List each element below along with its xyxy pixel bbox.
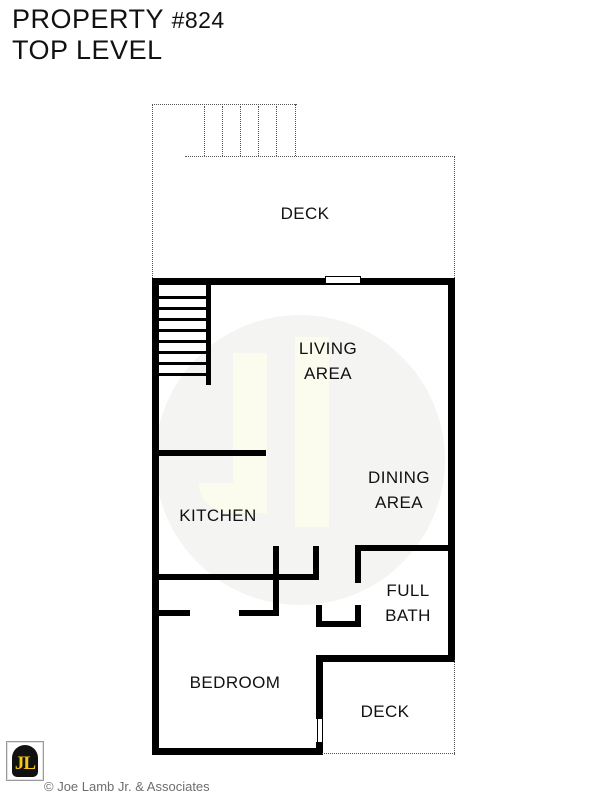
title-property-word: PROPERTY — [12, 4, 172, 34]
lower-deck-east-edge — [454, 660, 455, 755]
title-property-number: #824 — [171, 7, 225, 33]
page-title: PROPERTY #824 TOP LEVEL — [12, 4, 225, 65]
room-label-bedroom: BEDROOM — [189, 673, 281, 692]
deck-rail-east-edge — [295, 104, 296, 156]
stair-tread-8 — [159, 373, 207, 376]
copyright-notice: © Joe Lamb Jr. & Associates — [44, 779, 210, 794]
full-bath-west-wall-upper — [355, 545, 361, 583]
room-label-dining-area-line1: DINING — [368, 468, 430, 487]
lower-deck-south-edge — [322, 753, 455, 754]
company-logo: JL — [6, 741, 44, 781]
full-bath-north-wall — [355, 545, 450, 551]
bedroom-door-opening — [317, 718, 323, 743]
watermark-letter-l — [295, 337, 329, 527]
title-line-level: TOP LEVEL — [12, 35, 163, 65]
stair-tread-6 — [159, 351, 207, 354]
staircase-east-stringer — [206, 285, 211, 385]
upper-deck-west-edge — [152, 104, 153, 282]
exterior-wall-north — [152, 278, 455, 285]
hall-door-jamb-east — [239, 610, 279, 616]
room-label-full-bath-line2: BATH — [385, 606, 431, 625]
stair-tread-4 — [159, 329, 207, 332]
bedroom-door-jamb-west — [152, 610, 190, 616]
upper-deck-east-edge — [454, 157, 455, 282]
stair-tread-2 — [159, 307, 207, 310]
stair-tread-1 — [159, 296, 207, 299]
room-label-kitchen: KITCHEN — [179, 506, 257, 525]
room-label-dining-area-line2: AREA — [375, 493, 423, 512]
room-label-lower-deck: DECK — [360, 702, 410, 721]
room-label-living-area-line2: AREA — [304, 364, 352, 383]
deck-rail-slat-3 — [240, 106, 241, 156]
room-label-full-bath-line1: FULL — [386, 581, 430, 600]
room-label-living-area-line1: LIVING — [298, 339, 358, 358]
deck-rail-slat-4 — [258, 106, 259, 156]
kitchen-north-wall — [152, 450, 266, 456]
upper-deck-north-edge-right — [185, 156, 455, 157]
hall-north-wall — [152, 574, 319, 580]
stair-tread-5 — [159, 340, 207, 343]
full-bath-west-wall-lower — [355, 605, 361, 627]
title-line-property: PROPERTY #824 — [12, 4, 225, 35]
upper-deck-north-edge-left — [152, 104, 297, 105]
deck-rail-slat-5 — [276, 106, 277, 156]
hall-closet-west-wall — [273, 546, 279, 578]
bedroom-east-wall-upper — [316, 655, 323, 719]
logo-badge: JL — [12, 745, 38, 777]
full-bath-south-wall — [316, 621, 361, 627]
hall-partition-vertical — [273, 574, 279, 616]
living-area-window — [325, 276, 361, 284]
exterior-wall-east — [448, 278, 455, 661]
hall-closet-east-wall — [313, 546, 319, 578]
bedroom-east-wall-lower — [316, 742, 323, 755]
deck-rail-slat-1 — [204, 106, 205, 156]
stair-tread-7 — [159, 362, 207, 365]
logo-initials: JL — [14, 753, 36, 774]
lower-deck-north-wall — [316, 655, 455, 662]
room-label-upper-deck: DECK — [280, 204, 330, 223]
full-bath-south-jamb — [316, 605, 322, 627]
deck-rail-slat-2 — [222, 106, 223, 156]
exterior-wall-south-bedroom — [152, 748, 322, 755]
exterior-wall-west — [152, 278, 159, 755]
stair-tread-3 — [159, 318, 207, 321]
